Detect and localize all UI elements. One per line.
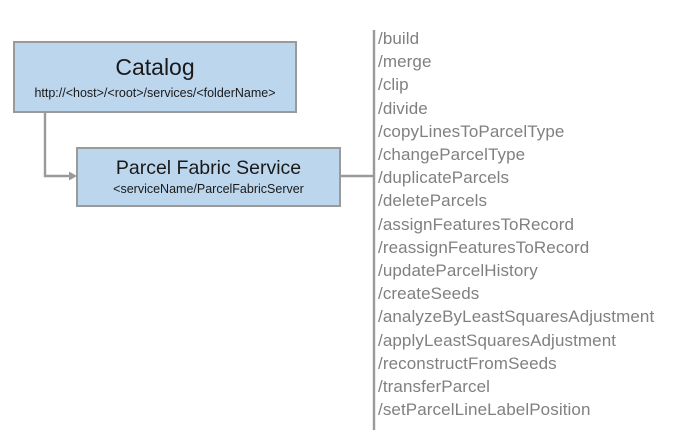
operation-item: /createSeeds — [378, 284, 480, 304]
node-catalog-title: Catalog — [115, 54, 195, 81]
operation-item: /transferParcel — [378, 377, 491, 397]
operation-item: /changeParcelType — [378, 145, 526, 165]
operation-item: /duplicateParcels — [378, 168, 510, 188]
node-parcel-fabric-service-title: Parcel Fabric Service — [115, 157, 302, 180]
operation-item: /divide — [378, 98, 428, 118]
operation-item: /applyLeastSquaresAdjustment — [378, 330, 617, 350]
node-catalog-url: http://<host>/<root>/services/<folderNam… — [34, 85, 276, 100]
operation-item: /build — [378, 29, 420, 48]
node-parcel-fabric-service-path: <serviceName/ParcelFabricServer — [113, 181, 304, 196]
operation-item: /clip — [378, 75, 409, 95]
operation-item: /reconstructFromSeeds — [378, 353, 557, 373]
connector-catalog-to-service — [43, 113, 69, 178]
operation-item: /copyLinesToParcelType — [378, 121, 565, 141]
node-catalog: Catalog http://<host>/<root>/services/<f… — [13, 41, 297, 113]
operation-item: /updateParcelHistory — [378, 261, 538, 281]
operation-item: /setParcelLineLabelPosition — [378, 400, 591, 420]
node-parcel-fabric-service: Parcel Fabric Service <serviceName/Parce… — [76, 147, 341, 207]
operation-item: /deleteParcels — [378, 191, 488, 211]
operation-item: /reassignFeaturesToRecord — [378, 237, 590, 257]
operation-item: /merge — [378, 52, 432, 72]
operations-list: /build/merge/clip/divide/copyLinesToParc… — [378, 27, 684, 421]
operation-item: /assignFeaturesToRecord — [378, 214, 575, 234]
operation-item: /analyzeByLeastSquaresAdjustment — [378, 307, 655, 327]
